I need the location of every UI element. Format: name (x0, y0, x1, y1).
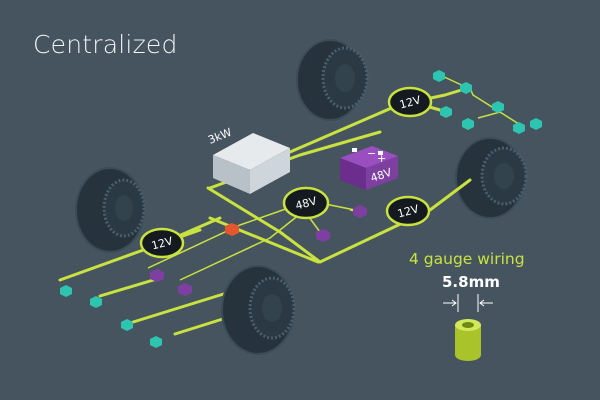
hub-left: 12V (139, 227, 185, 259)
svg-text:48V: 48V (294, 194, 319, 212)
battery-label: 48V (369, 166, 394, 185)
diagram-title: Centralized (33, 30, 178, 59)
battery-minus-sign: − (367, 147, 376, 160)
connectors-teal (60, 70, 542, 348)
wheel-rear-left (75, 167, 146, 253)
battery-icon (340, 146, 398, 190)
wiring-diameter-label: 5.8mm (442, 273, 500, 291)
svg-text:12V: 12V (150, 234, 175, 252)
hub-right: 12V (385, 195, 431, 227)
connector-orange (225, 223, 239, 236)
wiring-gauge-label: 4 gauge wiring (409, 250, 525, 268)
wheel-front-left (221, 265, 296, 355)
power-module-box (213, 133, 290, 194)
svg-text:12V: 12V (396, 202, 421, 220)
wheel-rear-right (296, 39, 369, 121)
connectors-purple (150, 205, 367, 296)
wire-cross-section-icon (455, 319, 481, 361)
hub-front-right: 12V (387, 86, 433, 118)
battery-plus-sign: + (377, 152, 386, 165)
svg-text:12V: 12V (398, 93, 423, 111)
hub-center: 48V (282, 186, 330, 220)
power-module-label: 3kW (206, 126, 233, 147)
diameter-indicator (443, 294, 493, 312)
wheel-front-right (455, 137, 528, 219)
